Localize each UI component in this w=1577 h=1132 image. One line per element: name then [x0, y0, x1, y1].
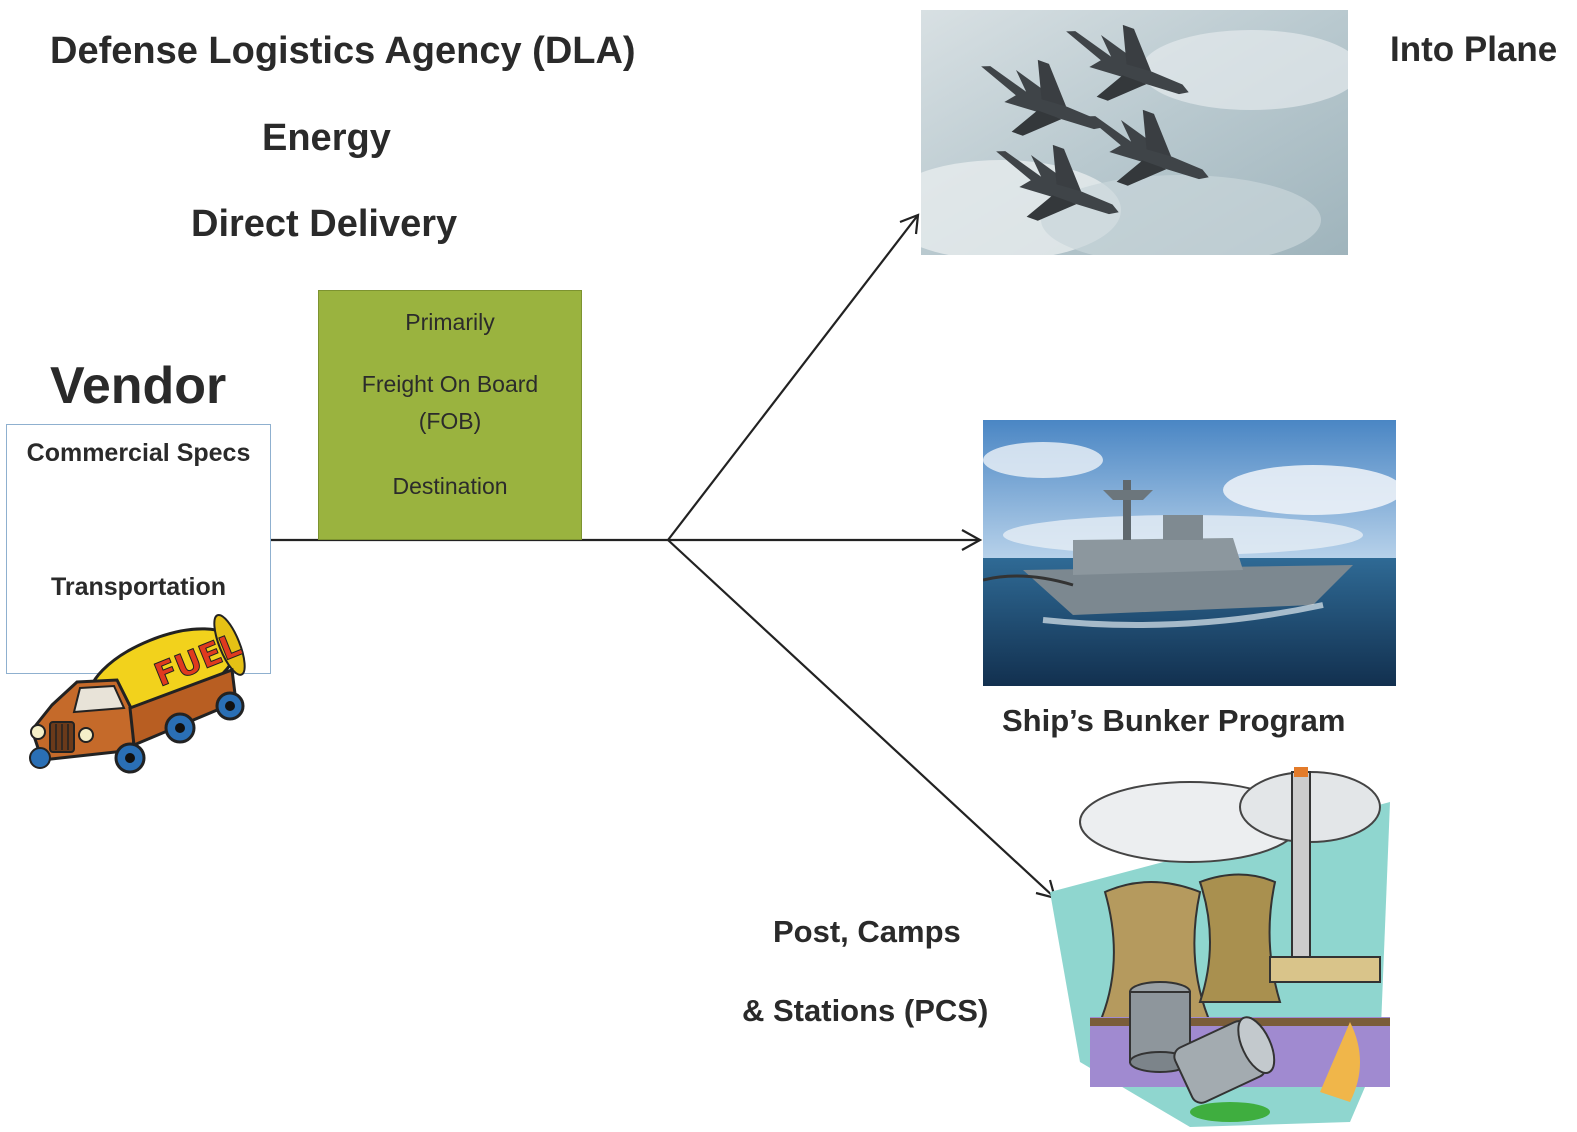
ships-bunker-label: Ship’s Bunker Program: [1002, 703, 1346, 738]
vendor-heading: Vendor: [50, 357, 227, 415]
arrow-to-posts: [667, 539, 1056, 899]
fob-freight-on-board: Freight On Board: [361, 371, 539, 397]
fuel-truck-icon: FUEL: [29, 613, 247, 774]
stations-pcs-label: & Stations (PCS): [742, 993, 989, 1028]
navy-ship-photo: [983, 420, 1396, 686]
power-plant-icon: [1050, 762, 1400, 1132]
title-energy: Energy: [262, 117, 391, 159]
title-agency: Defense Logistics Agency (DLA): [50, 30, 636, 72]
title-direct-delivery: Direct Delivery: [191, 203, 458, 245]
into-plane-label: Into Plane: [1390, 30, 1558, 69]
transportation-label: Transportation: [50, 573, 226, 601]
arrowhead-ships: [961, 529, 983, 551]
fob-abbrev: (FOB): [418, 408, 482, 434]
commercial-specs-label: Commercial Specs: [26, 439, 251, 467]
arrow-to-planes: [667, 214, 919, 541]
fob-box: Primarily Freight On Board (FOB) Destina…: [318, 290, 582, 540]
fob-destination: Destination: [392, 473, 508, 499]
fighter-jets-photo: [921, 10, 1348, 255]
arrowhead-planes: [899, 213, 920, 235]
posts-camps-label: Post, Camps: [773, 914, 961, 949]
fob-primarily: Primarily: [405, 309, 495, 335]
